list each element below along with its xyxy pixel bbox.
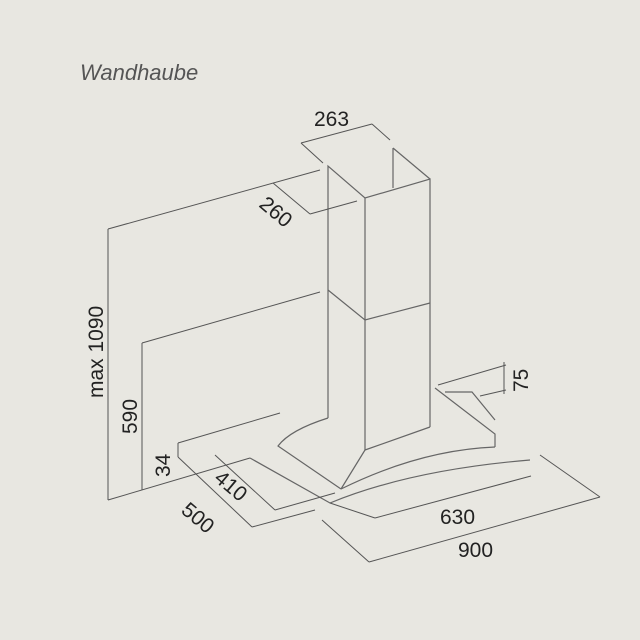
dim-500: 500 bbox=[177, 498, 219, 538]
dim-590: 590 bbox=[119, 399, 142, 434]
dim-900: 900 bbox=[458, 539, 493, 562]
chimney bbox=[327, 147, 431, 451]
dim-max-1090: max 1090 bbox=[85, 306, 108, 398]
diagram-title: Wandhaube bbox=[80, 60, 199, 85]
dim-34: 34 bbox=[152, 453, 175, 477]
dim-410: 410 bbox=[210, 466, 252, 506]
dimension-lines bbox=[107, 123, 601, 563]
dim-260: 260 bbox=[255, 192, 297, 232]
dim-263: 263 bbox=[314, 108, 349, 131]
dim-75: 75 bbox=[510, 369, 533, 392]
canopy bbox=[249, 387, 531, 504]
dim-630: 630 bbox=[440, 506, 475, 529]
